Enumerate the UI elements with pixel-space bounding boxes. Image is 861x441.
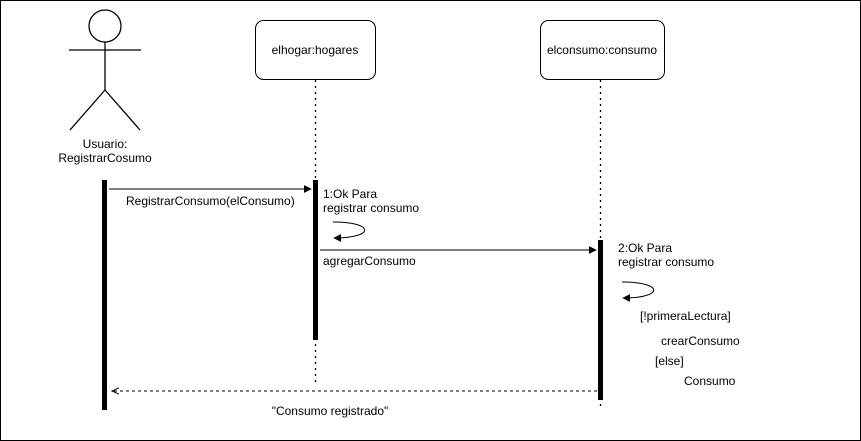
actor-name-line1: Usuario:: [83, 137, 128, 151]
self-call-label-hogar-line2: registrar consumo: [323, 201, 419, 215]
activation-bar-consumo: [598, 240, 603, 400]
guard-if-label: [!primeraLectura]: [640, 309, 731, 323]
self-call-arrow-hogar: [332, 221, 366, 242]
guard-else-label: [else]: [655, 354, 684, 368]
lifeline-box-hogares[interactable]: [255, 20, 376, 80]
self-call-label-consumo-line2: registrar consumo: [618, 255, 714, 269]
message-label-agregar: agregarConsumo: [323, 254, 416, 268]
lifeline-box-consumo[interactable]: [540, 20, 665, 80]
actor-name-line2: RegistrarCosumo: [58, 151, 152, 165]
activation-bar-hogares: [313, 180, 318, 340]
self-call-arrow-consumo: [621, 281, 655, 302]
lifeline-label-consumo: elconsumo:consumo: [547, 43, 657, 57]
crear-consumo-label: crearConsumo: [661, 334, 740, 348]
actor-activation-bar: [102, 180, 107, 410]
actor-icon: [69, 9, 141, 131]
consumo-label: Consumo: [684, 374, 736, 388]
lifeline-label-hogares: elhogar:hogares: [272, 43, 359, 57]
message-label-registrar: RegistrarConsumo(elConsumo): [126, 194, 295, 208]
self-call-label-hogar-line1: 1:Ok Para: [323, 187, 377, 201]
return-message-label: "Consumo registrado": [272, 404, 389, 418]
self-call-label-consumo-line1: 2:Ok Para: [618, 241, 672, 255]
